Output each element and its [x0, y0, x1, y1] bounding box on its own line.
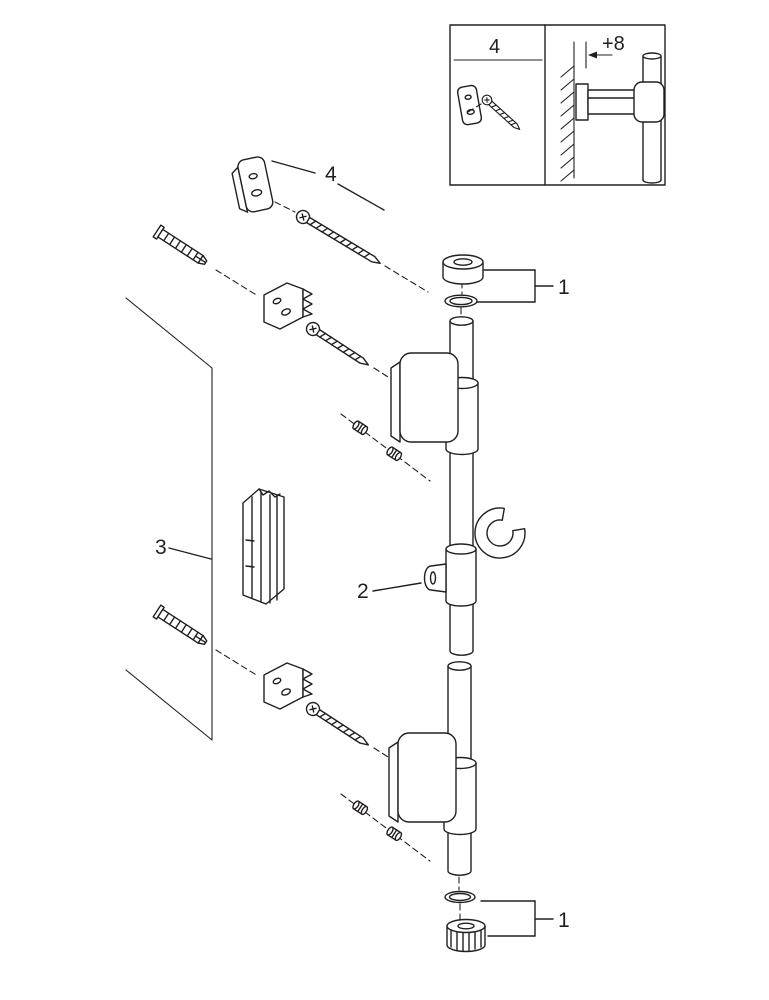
centerline-dashes-bottom [458, 876, 461, 920]
axis-dashes-top [274, 201, 429, 293]
callout-2-label: 2 [357, 580, 369, 603]
inset-wall-hatching [560, 61, 575, 182]
set-screw [386, 826, 403, 842]
callout-1-bottom-leader [480, 900, 554, 937]
callout-4-leader [271, 160, 385, 211]
wall-anchor-lower [152, 604, 208, 645]
inset-offset-label: +8 [602, 33, 625, 55]
inset-offset-arrow [588, 51, 597, 59]
set-screw [352, 800, 369, 816]
inset-screw-axis [467, 103, 482, 113]
callout-4-label: 4 [325, 163, 337, 186]
clamp-plate-lower [263, 662, 313, 710]
axis-dashes-lower [215, 649, 259, 677]
glider-body [445, 543, 477, 607]
set-screw [352, 420, 369, 436]
o-ring-top [444, 294, 478, 308]
wall-anchor-upper [152, 224, 208, 265]
end-cap-bottom [446, 918, 486, 953]
callout-1-bottom-label: 1 [558, 909, 570, 932]
inset-wall-plate [456, 84, 483, 126]
set-screw [386, 446, 403, 462]
clamp-plate-upper [263, 282, 313, 330]
mounting-screw-lower [305, 701, 370, 746]
shower-holder-hook [474, 507, 526, 559]
callout-1-top-leader [476, 269, 554, 303]
glider-assembly [423, 507, 526, 607]
mounting-screw-upper [305, 321, 370, 366]
set-screw-axis-upper [340, 413, 431, 482]
mounting-template [242, 488, 285, 605]
detail-inset: 4 +8 [449, 24, 666, 186]
construction-lines [125, 297, 213, 741]
inset-mounted-bracket [575, 81, 665, 123]
end-cap-top [442, 254, 484, 285]
set-screws-lower [340, 793, 431, 862]
wall-plate-top [231, 156, 274, 213]
wall-bracket-lower [388, 732, 477, 836]
inset-part-label: 4 [489, 36, 500, 58]
long-screw-top [295, 209, 381, 265]
callout-1-top-label: 1 [558, 276, 570, 299]
mounting-row-lower [152, 604, 400, 765]
callout-2-leader [372, 582, 422, 592]
inset-screw [481, 94, 521, 131]
set-screw-axis-lower [340, 793, 431, 862]
axis-dashes-upper [215, 269, 259, 297]
wall-bracket-upper [390, 352, 479, 456]
set-screws-upper [340, 413, 431, 482]
inset-offset-dimension [573, 41, 613, 69]
callout-3-leader [168, 547, 212, 560]
callout-3-label: 3 [155, 536, 167, 559]
mounting-row-upper [152, 224, 400, 385]
lock-knob [423, 563, 447, 593]
o-ring-bottom [444, 890, 476, 904]
